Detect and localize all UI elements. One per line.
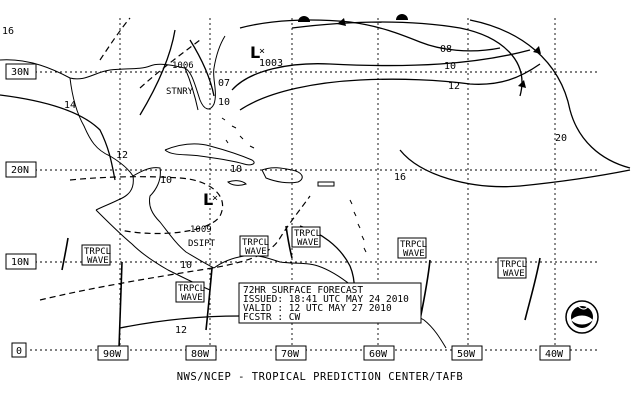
svg-text:WAVE: WAVE xyxy=(87,256,109,266)
isobar-labels: 08 10 12 14 12 10 10 10 12 16 20 07 10 xyxy=(64,44,567,336)
lon-label-80w: 80W xyxy=(185,345,217,361)
svg-text:WAVE: WAVE xyxy=(181,293,203,303)
svg-text:TRPCL: TRPCL xyxy=(178,284,205,294)
svg-text:TRPCL: TRPCL xyxy=(294,229,321,239)
low-label-1009: 1009 xyxy=(190,225,212,235)
svg-text:TRPCL: TRPCL xyxy=(500,260,527,270)
svg-text:TRPCL: TRPCL xyxy=(84,247,111,257)
svg-text:×: × xyxy=(212,193,218,204)
trpcl-wave-label: TRPCL WAVE xyxy=(81,244,111,266)
isobar-label: 16 xyxy=(394,172,406,183)
low-center-caribbean: L × xyxy=(203,190,218,209)
svg-text:WAVE: WAVE xyxy=(297,238,319,248)
low-label-dsipt: DSIPT xyxy=(188,239,216,249)
isobar-label: 20 xyxy=(555,133,567,144)
svg-text:0: 0 xyxy=(16,346,22,357)
lon-labels: 90W 80W 70W 60W 50W 40W xyxy=(97,345,571,361)
stationary-front xyxy=(291,14,541,97)
svg-text:WAVE: WAVE xyxy=(245,247,267,257)
lon-label-90w: 90W xyxy=(97,345,129,361)
isobar-label: 12 xyxy=(175,325,187,336)
issuance-issued: ISSUED: 18:41 UTC MAY 24 2010 xyxy=(243,294,409,305)
isobar-label: 12 xyxy=(116,150,128,161)
low-label-1006: 1006 xyxy=(172,61,194,71)
isobar-label: 07 xyxy=(218,78,230,89)
issuance-forecaster: FCSTR : CW xyxy=(243,312,300,323)
isobar-label: 12 xyxy=(448,81,460,92)
svg-text:50W: 50W xyxy=(457,349,476,360)
low-label-stnry: STNRY xyxy=(166,87,194,97)
lat-label-30n: 30N xyxy=(5,63,37,80)
map-footer: NWS/NCEP - TROPICAL PREDICTION CENTER/TA… xyxy=(177,371,464,383)
svg-text:WAVE: WAVE xyxy=(503,269,525,279)
isobars xyxy=(0,17,631,329)
svg-text:80W: 80W xyxy=(191,349,210,360)
svg-text:L: L xyxy=(250,43,260,62)
svg-text:TRPCL: TRPCL xyxy=(242,238,269,248)
issuance-title: 72HR SURFACE FORECAST xyxy=(243,285,363,296)
lon-label-60w: 60W xyxy=(363,345,395,361)
svg-text:70W: 70W xyxy=(281,349,300,360)
isobar-label: 10 xyxy=(230,164,242,175)
svg-text:30N: 30N xyxy=(11,67,29,78)
isobar-label: 10 xyxy=(218,97,230,108)
isobar-label: 10 xyxy=(160,175,172,186)
lon-label-50w: 50W xyxy=(451,345,483,361)
lon-label-40w: 40W xyxy=(539,345,571,361)
svg-text:40W: 40W xyxy=(545,349,564,360)
corner-number: 16 xyxy=(2,26,14,37)
issuance-valid: VALID : 12 UTC MAY 27 2010 xyxy=(243,303,392,314)
svg-text:90W: 90W xyxy=(103,349,122,360)
issuance-box: 72HR SURFACE FORECAST ISSUED: 18:41 UTC … xyxy=(238,282,422,324)
coastlines xyxy=(0,35,447,349)
svg-text:60W: 60W xyxy=(369,349,388,360)
trpcl-wave-label: TRPCL WAVE xyxy=(497,257,527,279)
svg-text:1003: 1003 xyxy=(259,58,283,69)
svg-text:TRPCL: TRPCL xyxy=(400,240,427,250)
isobar-label: 08 xyxy=(440,44,452,55)
isobar-label: 14 xyxy=(64,100,76,111)
svg-text:20N: 20N xyxy=(11,165,29,176)
lat-label-0: 0 xyxy=(11,342,27,358)
trpcl-wave-label: TRPCL WAVE xyxy=(175,281,205,303)
trpcl-wave-label: TRPCL WAVE xyxy=(291,226,321,248)
isobar-label: 10 xyxy=(444,61,456,72)
lat-labels: 30N 20N 10N 0 xyxy=(5,63,37,358)
lat-label-10n: 10N xyxy=(5,253,37,270)
lon-label-70w: 70W xyxy=(275,345,307,361)
isobar-label: 10 xyxy=(180,260,192,271)
svg-text:WAVE: WAVE xyxy=(403,249,425,259)
svg-text:L: L xyxy=(203,190,213,209)
lat-label-20n: 20N xyxy=(5,161,37,178)
noaa-logo xyxy=(565,300,599,334)
svg-text:×: × xyxy=(259,46,265,57)
trpcl-wave-label: TRPCL WAVE xyxy=(239,235,269,257)
low-center-north: L × 1003 xyxy=(250,43,283,69)
trpcl-wave-label: TRPCL WAVE xyxy=(397,237,427,259)
svg-text:10N: 10N xyxy=(11,257,29,268)
